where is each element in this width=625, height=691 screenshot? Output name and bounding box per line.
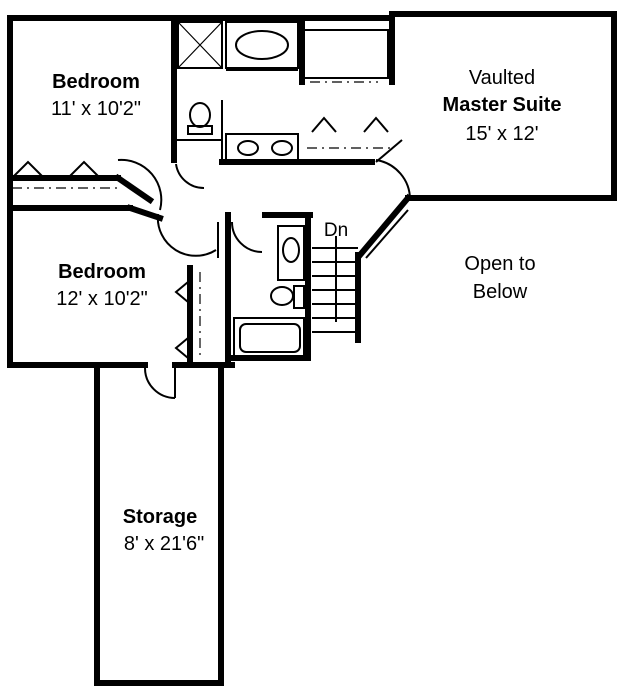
bedroom-2-size: 12' x 10'2" [56, 288, 147, 310]
closets [12, 29, 390, 359]
interior-walls [7, 15, 413, 368]
bedroom-1-size: 11' x 10'2" [51, 98, 141, 120]
master-suite-size: 15' x 12' [465, 123, 538, 145]
hall-bath-fixtures [233, 225, 305, 357]
open-to-below-line-1: Open to [464, 253, 535, 275]
bedroom-1-name: Bedroom [52, 71, 140, 93]
doors [117, 139, 412, 399]
stairs [312, 204, 409, 333]
storage-name: Storage [123, 506, 197, 528]
master-suite-prefix: Vaulted [469, 67, 535, 89]
storage-size: 8' x 21'6" [124, 533, 204, 555]
open-to-below-line-2: Below [473, 281, 528, 303]
stairs-down-label: Dn [324, 220, 348, 241]
bath-fixtures [176, 21, 299, 163]
master-suite-name: Master Suite [443, 94, 562, 116]
bedroom-2-name: Bedroom [58, 261, 146, 283]
